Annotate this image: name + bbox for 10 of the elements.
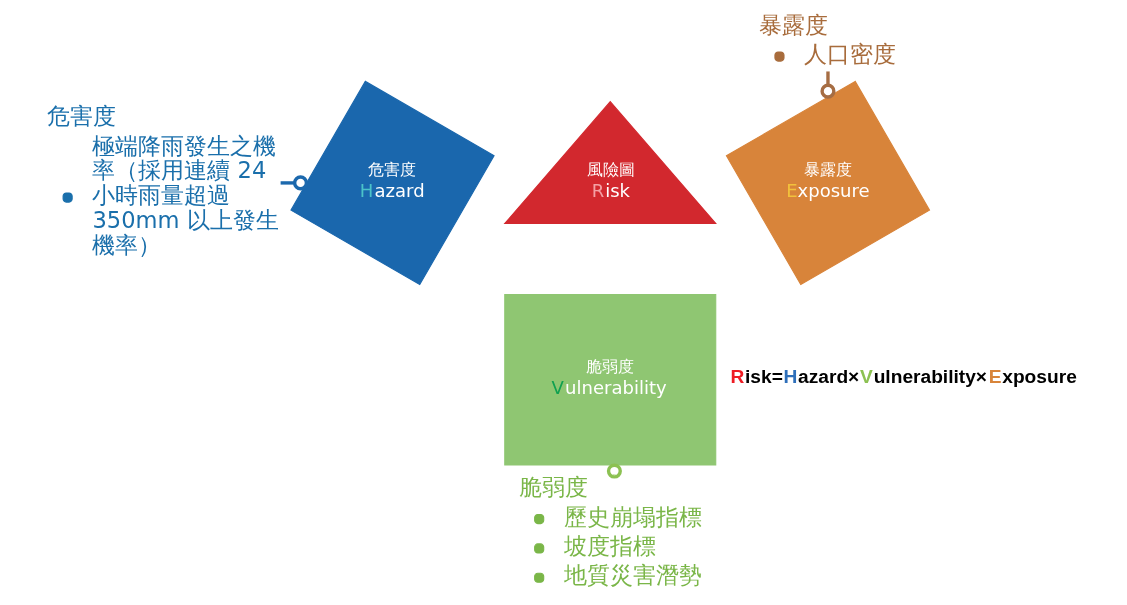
- connector: [280, 175, 308, 191]
- node-label: 暴露度: [758, 11, 828, 38]
- node-label: 人口密度: [803, 41, 896, 68]
- node-label: 極端降雨發生之機率（採用連續 24 小時雨量超過 350mm 以上發生機率）: [91, 132, 279, 258]
- connector: [819, 71, 836, 99]
- node-box: 脆弱度 Vulnerability: [503, 294, 716, 466]
- node-label: 危害度: [46, 103, 116, 130]
- label: Risk=Hazard×Vulnerability×Exposure: [729, 366, 1077, 388]
- node-text: 脆弱度 歷史崩塌指標 坡度指標 地質災害潛勢: [518, 474, 702, 589]
- connector: [606, 463, 622, 479]
